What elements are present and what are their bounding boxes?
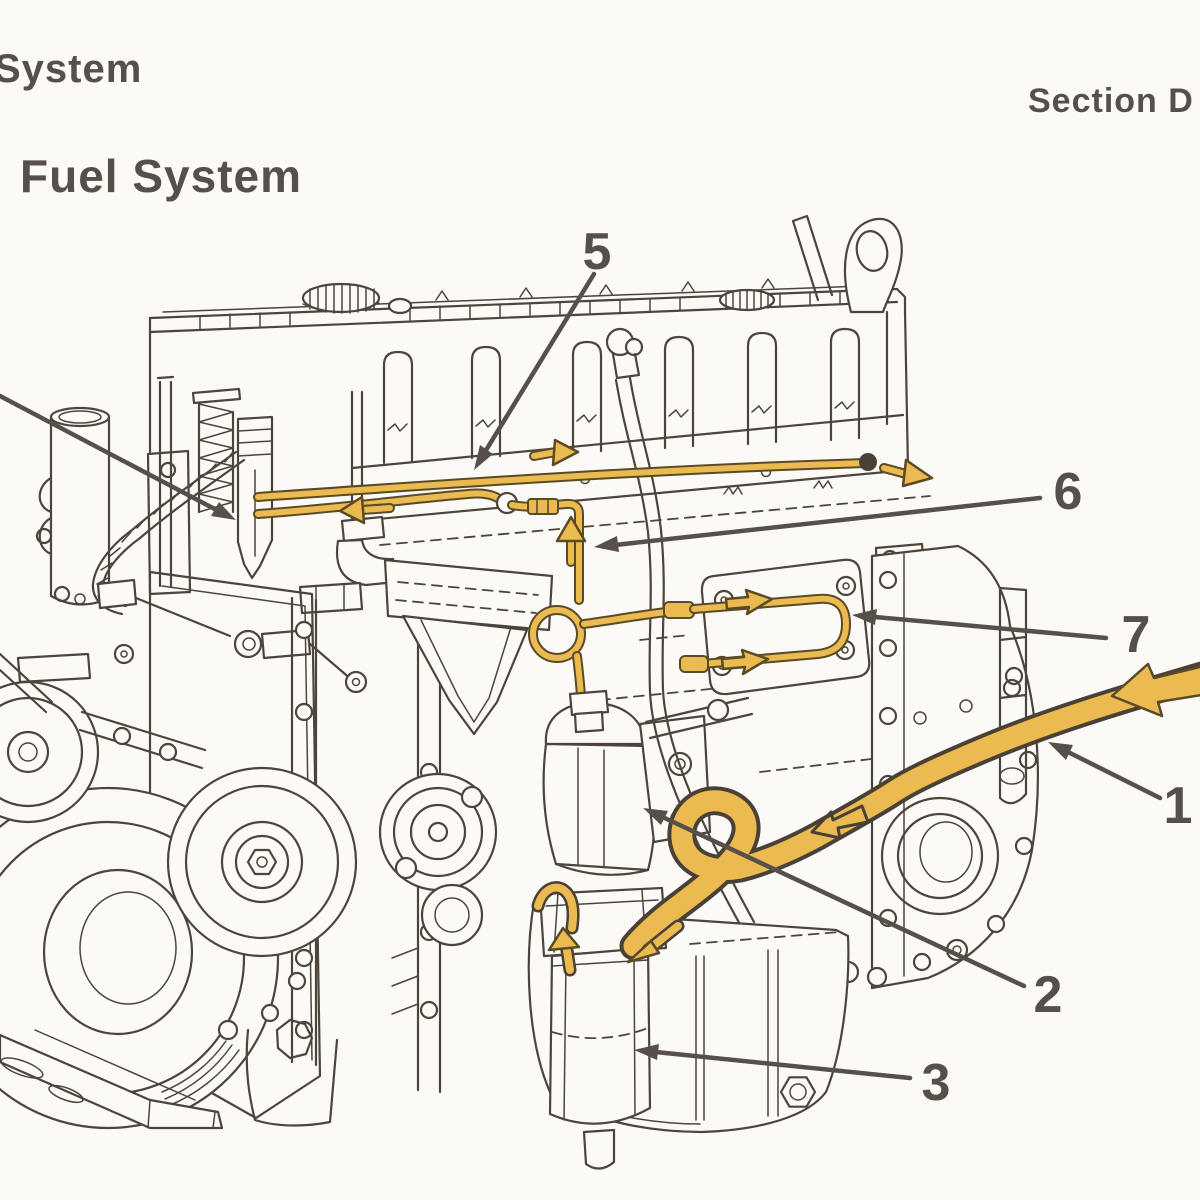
air-compressor	[378, 772, 498, 947]
callout-2-label: 2	[1034, 966, 1063, 1024]
idler-pulley	[0, 652, 207, 824]
cylinder-head	[343, 327, 931, 546]
callout-6-label: 6	[1054, 463, 1083, 521]
callout-3-label: 3	[922, 1054, 951, 1112]
callout-7: 7	[852, 606, 1150, 664]
callout-1: 1	[1048, 742, 1192, 835]
pump-inlet-fitting	[568, 689, 610, 734]
callout-3: 3	[634, 1044, 950, 1112]
section-label: Section D	[1028, 82, 1194, 120]
callouts: 5 6 7 1 2 3	[0, 223, 1192, 1112]
callout-2: 2	[643, 808, 1062, 1024]
engine-mount-bracket	[0, 971, 339, 1130]
filter-drain-nipple	[582, 1128, 616, 1170]
rear-mount-member	[998, 586, 1028, 805]
callout-5-label: 5	[583, 223, 612, 281]
line-nut	[527, 498, 559, 515]
lifting-eye	[791, 214, 903, 314]
oil-filler-cap	[301, 282, 413, 315]
drain-plug	[779, 1076, 817, 1108]
intake-manifold	[383, 558, 554, 736]
page-text: System Fuel System Section D	[0, 47, 1194, 202]
head-drain-fitting	[298, 390, 398, 615]
fan-pulley	[166, 766, 358, 958]
left-accessories	[16, 406, 368, 694]
inlet-flow-arrow	[1110, 662, 1200, 718]
page-header-left: System	[0, 47, 142, 91]
callout-1-label: 1	[1164, 777, 1193, 835]
rear-cap	[718, 288, 776, 312]
callout-6: 6	[594, 463, 1082, 552]
valve-cover	[148, 278, 910, 472]
fuel-lines-highlight	[253, 438, 1200, 977]
hose-flow-arrow	[810, 804, 870, 840]
supply-line-fitting	[859, 453, 877, 471]
callout-7-label: 7	[1122, 606, 1151, 664]
cutaway-injector	[146, 375, 274, 596]
page-title: Fuel System	[20, 150, 302, 202]
engine-line-art	[0, 214, 1039, 1170]
block-detail-lines	[599, 634, 881, 773]
flow-arrows	[338, 438, 1200, 977]
u-line-fitting-bottom	[679, 655, 709, 673]
cutoff-leader	[0, 393, 236, 520]
callout-5: 5	[474, 223, 611, 470]
